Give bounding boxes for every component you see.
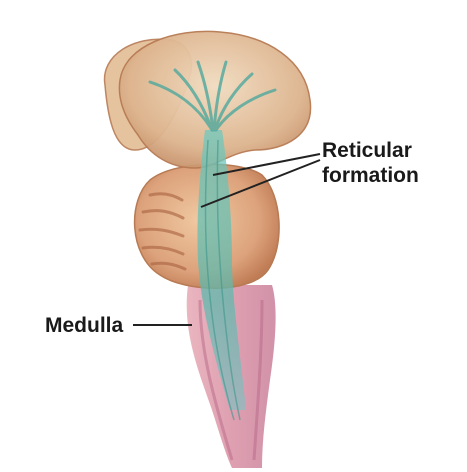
reticular-formation-label: Reticular formation — [322, 138, 419, 188]
pons-ridges — [138, 192, 187, 271]
reticular-leader-line — [212, 153, 321, 176]
reticular-label-line1: Reticular — [322, 139, 412, 162]
medulla-label: Medulla — [45, 314, 124, 337]
reticular-leader-line — [200, 159, 321, 208]
reticular-tract — [197, 130, 246, 410]
reticular-strands — [204, 139, 241, 421]
medulla-stripe — [198, 299, 234, 461]
reticular-fan — [148, 60, 277, 132]
reticular-label-line2: formation — [322, 164, 419, 187]
thalamus-shape — [118, 30, 312, 169]
medulla-stripe — [252, 299, 264, 461]
